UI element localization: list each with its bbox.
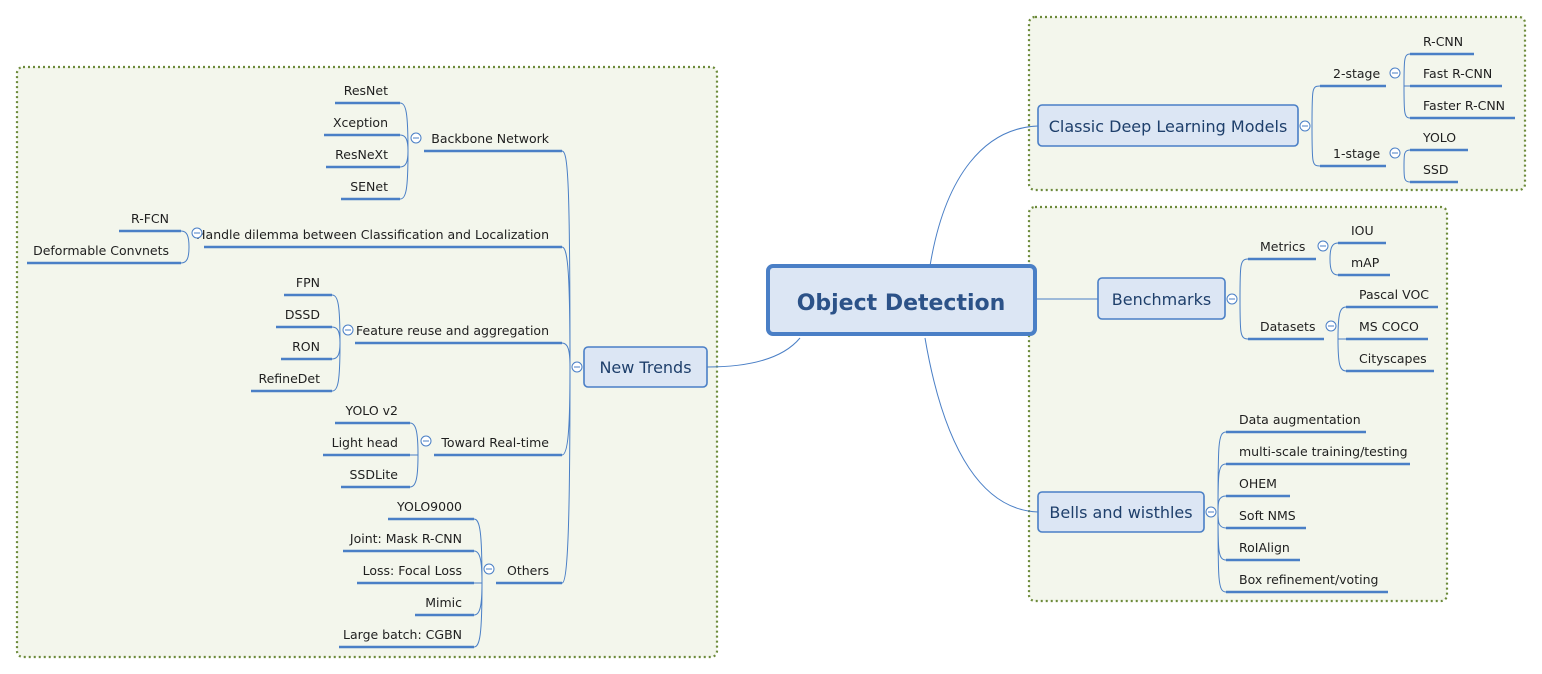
connector-central-bells	[924, 337, 1039, 513]
topic-bells[interactable]	[1037, 491, 1205, 533]
leaf-senet[interactable]: SENet	[350, 179, 388, 194]
leaf-xception[interactable]: Xception	[333, 115, 388, 130]
collapse-metrics-icon[interactable]	[1317, 240, 1329, 252]
topic-new-trends-label: New Trends	[599, 358, 691, 377]
collapse-2-stage-icon[interactable]	[1389, 67, 1401, 79]
leaf-yolo-v2[interactable]: YOLO v2	[345, 403, 398, 418]
collapse-others-icon[interactable]	[483, 563, 495, 575]
connector-2-stage-leaves	[1403, 53, 1411, 119]
connector-1-stage-leaves	[1403, 149, 1411, 183]
leaf-iou[interactable]: IOU	[1351, 223, 1374, 238]
collapse-dilemma-icon[interactable]	[191, 227, 203, 239]
leaf-yolo9000[interactable]: YOLO9000	[396, 499, 462, 514]
leaf-dssd[interactable]: DSSD	[285, 307, 320, 322]
leaf-roialign[interactable]: RoIAlign	[1239, 540, 1290, 555]
collapse-benchmarks-icon[interactable]	[1226, 293, 1238, 305]
leaf-focal-loss[interactable]: Loss: Focal Loss	[363, 563, 462, 578]
leaf-box-refinement[interactable]: Box refinement/voting	[1239, 572, 1378, 587]
connector-dilemma-leaves	[180, 230, 190, 264]
connector-others-leaves	[473, 518, 483, 648]
collapse-realtime-icon[interactable]	[420, 435, 432, 447]
connector-bells-leaves	[1217, 431, 1227, 593]
leaf-faster-r-cnn[interactable]: Faster R-CNN	[1423, 98, 1505, 113]
leaf-light-head[interactable]: Light head	[332, 435, 398, 450]
leaf-cityscapes[interactable]: Cityscapes	[1359, 351, 1427, 366]
central-topic-label: Object Detection	[797, 291, 1006, 316]
node-datasets[interactable]: Datasets	[1260, 319, 1315, 334]
collapse-backbone-icon[interactable]	[410, 132, 422, 144]
connector-feature-leaves	[331, 294, 341, 392]
boundary-new-trends	[15, 65, 719, 659]
topic-classic-models[interactable]	[1037, 104, 1299, 147]
leaf-mask-r-cnn[interactable]: Joint: Mask R-CNN	[349, 531, 462, 546]
connector-metrics-leaves	[1329, 242, 1339, 276]
collapse-classic-icon[interactable]	[1299, 120, 1311, 132]
collapse-bells-icon[interactable]	[1205, 506, 1217, 518]
connector-central-classic	[929, 125, 1039, 267]
leaf-data-augmentation[interactable]: Data augmentation	[1239, 412, 1361, 427]
leaf-soft-nms[interactable]: Soft NMS	[1239, 508, 1296, 523]
collapse-datasets-icon[interactable]	[1325, 320, 1337, 332]
leaf-deformable[interactable]: Deformable Convnets	[33, 243, 169, 258]
connector-backbone-leaves	[399, 102, 409, 200]
boundary-benchmarks-bells	[1027, 205, 1449, 603]
leaf-resnext[interactable]: ResNeXt	[335, 147, 388, 162]
leaf-refinedet[interactable]: RefineDet	[258, 371, 320, 386]
leaf-yolo[interactable]: YOLO	[1422, 130, 1456, 145]
leaf-map[interactable]: mAP	[1351, 255, 1380, 270]
leaf-resnet[interactable]: ResNet	[344, 83, 388, 98]
collapse-feature-icon[interactable]	[342, 324, 354, 336]
node-others[interactable]: Others	[507, 563, 549, 578]
node-feature[interactable]: Feature reuse and aggregation	[356, 323, 549, 338]
topic-new-trends[interactable]	[583, 346, 708, 388]
connector-central-trends	[706, 337, 801, 368]
node-dilemma[interactable]: Handle dilemma between Classification an…	[196, 227, 549, 242]
connector-realtime-leaves	[409, 422, 419, 488]
leaf-ms-coco[interactable]: MS COCO	[1359, 319, 1419, 334]
leaf-cgbn[interactable]: Large batch: CGBN	[343, 627, 462, 642]
topic-benchmarks[interactable]	[1097, 277, 1226, 320]
central-topic[interactable]	[766, 264, 1037, 336]
leaf-r-cnn[interactable]: R-CNN	[1423, 34, 1463, 49]
leaf-ssd[interactable]: SSD	[1423, 162, 1449, 177]
connector-benchmarks-branches	[1239, 258, 1249, 340]
leaf-r-fcn[interactable]: R-FCN	[131, 211, 169, 226]
leaf-mimic[interactable]: Mimic	[425, 595, 462, 610]
topic-benchmarks-label: Benchmarks	[1112, 290, 1211, 309]
node-realtime[interactable]: Toward Real-time	[440, 435, 549, 450]
leaf-ron[interactable]: RON	[292, 339, 320, 354]
leaf-pascal-voc[interactable]: Pascal VOC	[1359, 287, 1429, 302]
topic-classic-models-label: Classic Deep Learning Models	[1049, 117, 1288, 136]
connector-classic-stages	[1311, 85, 1321, 167]
node-metrics[interactable]: Metrics	[1260, 239, 1305, 254]
collapse-1-stage-icon[interactable]	[1389, 147, 1401, 159]
leaf-fpn[interactable]: FPN	[296, 275, 320, 290]
node-2-stage[interactable]: 2-stage	[1333, 66, 1380, 81]
leaf-multi-scale[interactable]: multi-scale training/testing	[1239, 444, 1408, 459]
node-1-stage[interactable]: 1-stage	[1333, 146, 1380, 161]
node-backbone[interactable]: Backbone Network	[431, 131, 549, 146]
collapse-trends-icon[interactable]	[571, 361, 583, 373]
leaf-ohem[interactable]: OHEM	[1239, 476, 1277, 491]
connector-datasets-leaves	[1337, 306, 1347, 372]
leaf-fast-r-cnn[interactable]: Fast R-CNN	[1423, 66, 1492, 81]
connector-trends-branches	[561, 150, 571, 584]
leaf-ssdlite[interactable]: SSDLite	[349, 467, 398, 482]
topic-bells-label: Bells and wisthles	[1049, 503, 1192, 522]
